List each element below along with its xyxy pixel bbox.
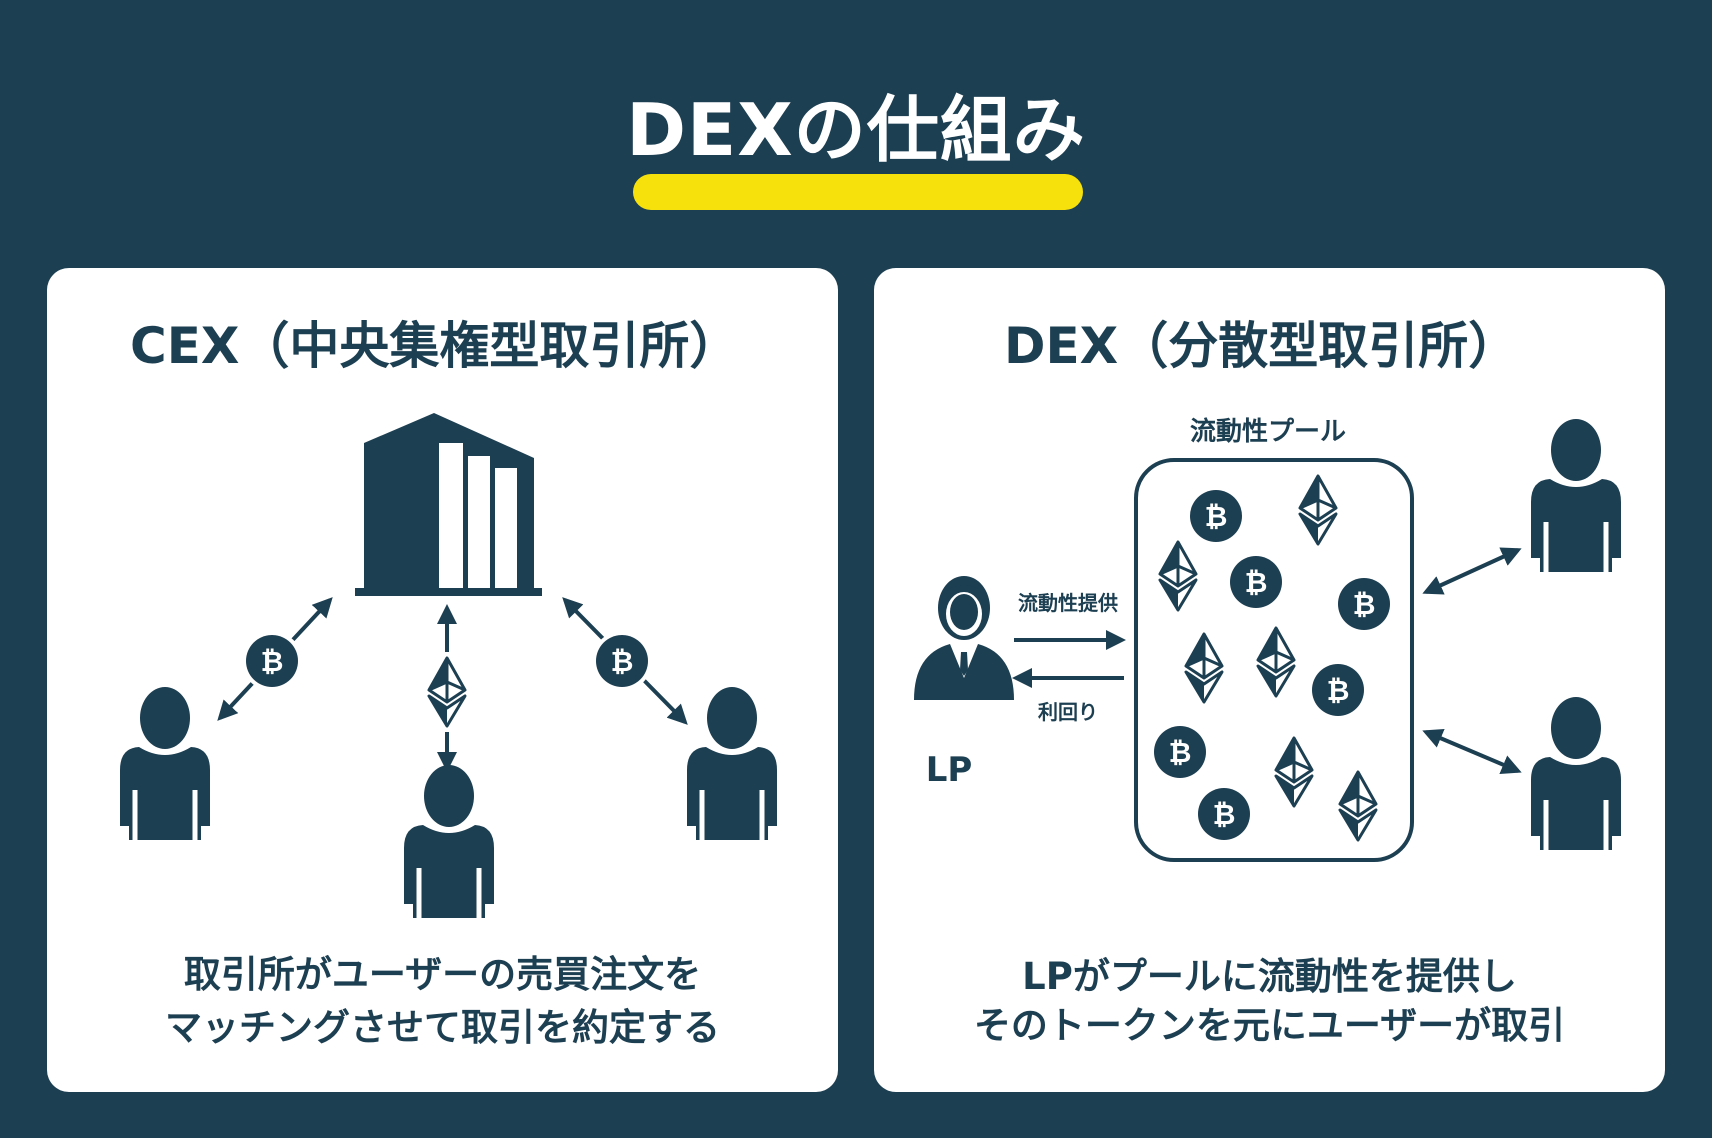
yield-label: 利回り (1038, 700, 1098, 724)
ethereum-icon (1158, 540, 1198, 612)
title-underline (633, 174, 1083, 210)
ethereum-icon (423, 652, 471, 732)
cex-caption-line1: 取引所がユーザーの売買注文を (183, 953, 702, 996)
bitcoin-icon (1198, 788, 1250, 840)
double-arrow-icon (1422, 547, 1522, 595)
building-icon (355, 413, 542, 596)
bitcoin-icon (1230, 556, 1282, 608)
user-icon (404, 765, 494, 918)
dex-title: DEX（分散型取引所） (1004, 317, 1519, 375)
ethereum-icon (1274, 736, 1314, 808)
lp-label: LP (926, 750, 973, 790)
cex-title: CEX（中央集権型取引所） (130, 317, 740, 375)
dex-caption-line2: そのトークンを元にユーザーが取引 (973, 1004, 1566, 1047)
provide-label: 流動性提供 (1018, 591, 1118, 615)
user-icon (687, 687, 777, 840)
dex-panel: DEX（分散型取引所） ₿ 流動性プール (874, 268, 1665, 1092)
cex-diagram: ₿ (47, 413, 838, 1092)
bitcoin-icon (1312, 664, 1364, 716)
ethereum-icon (1338, 770, 1378, 842)
bitcoin-icon (592, 631, 652, 691)
businessman-icon (914, 576, 1014, 700)
pool-label: 流動性プール (1190, 417, 1346, 447)
ethereum-icon (1184, 632, 1224, 704)
page-title: DEXの仕組み (626, 88, 1086, 172)
ethereum-icon (1298, 474, 1338, 546)
dex-diagram: ₿ 流動性プール (914, 268, 1665, 862)
bitcoin-icon (1154, 726, 1206, 778)
bitcoin-icon (242, 631, 302, 691)
user-icon (120, 687, 210, 840)
cex-caption-line2: マッチングさせて取引を約定する (165, 1006, 720, 1049)
user-icon (1531, 697, 1621, 850)
bitcoin-icon (1338, 578, 1390, 630)
dex-caption-line1: LPがプールに流動性を提供し (1022, 955, 1517, 998)
bitcoin-icon (1190, 490, 1242, 542)
cex-panel: CEX（中央集権型取引所） ₿ (47, 268, 838, 1092)
ethereum-icon (1256, 626, 1296, 698)
double-arrow-icon (1422, 729, 1522, 774)
user-icon (1531, 419, 1621, 572)
pool-icon (1134, 458, 1414, 862)
